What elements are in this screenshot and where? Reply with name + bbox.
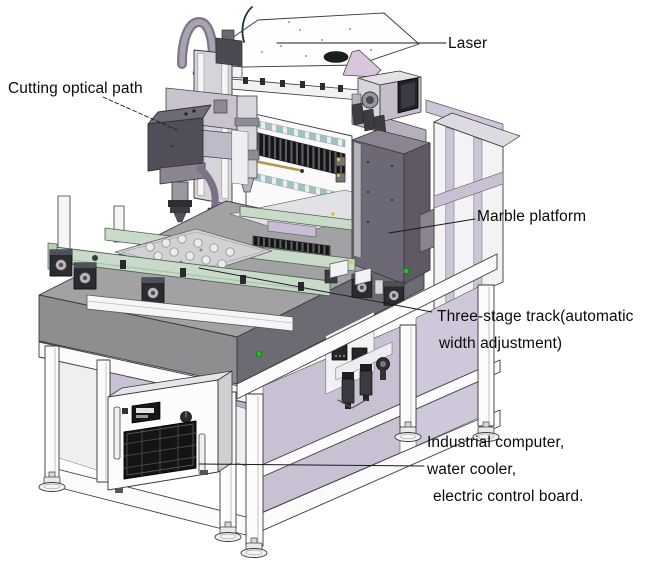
leader-lines bbox=[102, 42, 476, 467]
leader-marble-platform bbox=[388, 218, 476, 234]
three-stage-track bbox=[47, 195, 405, 332]
label-industrial-line1: Industrial computer, bbox=[427, 434, 565, 451]
cooler-grille bbox=[123, 420, 197, 480]
marble-column bbox=[351, 129, 435, 285]
water-cooler bbox=[107, 370, 233, 493]
z-motor bbox=[215, 37, 243, 67]
label-three-stage-line1: Three-stage track(automatic bbox=[437, 308, 634, 325]
leader-industrial-computer bbox=[198, 463, 425, 467]
cable bbox=[241, 6, 253, 43]
axis-motor-box bbox=[342, 49, 422, 136]
latch-blocks bbox=[335, 156, 346, 183]
label-industrial-line2: water cooler, bbox=[427, 461, 517, 478]
leader-three-stage-track bbox=[198, 267, 433, 313]
pneumatic-units bbox=[335, 341, 393, 409]
base-frame bbox=[38, 253, 501, 547]
label-laser: Laser bbox=[448, 35, 488, 52]
label-marble-platform: Marble platform bbox=[477, 208, 587, 225]
leader-cutting-optical-path bbox=[102, 96, 178, 131]
label-three-stage-line2: width adjustment) bbox=[439, 335, 563, 352]
status-leds bbox=[255, 267, 410, 358]
tooling-plate bbox=[114, 228, 273, 278]
label-industrial-line3: electric control board. bbox=[433, 488, 584, 505]
cutting-head-assembly bbox=[147, 17, 260, 223]
optical-path-box bbox=[147, 104, 212, 172]
vent-hole bbox=[323, 51, 349, 63]
label-cutting-optical-path: Cutting optical path bbox=[8, 80, 143, 97]
gold-scale-rod bbox=[252, 159, 301, 172]
belt bbox=[196, 164, 219, 214]
nozzle bbox=[173, 212, 187, 223]
